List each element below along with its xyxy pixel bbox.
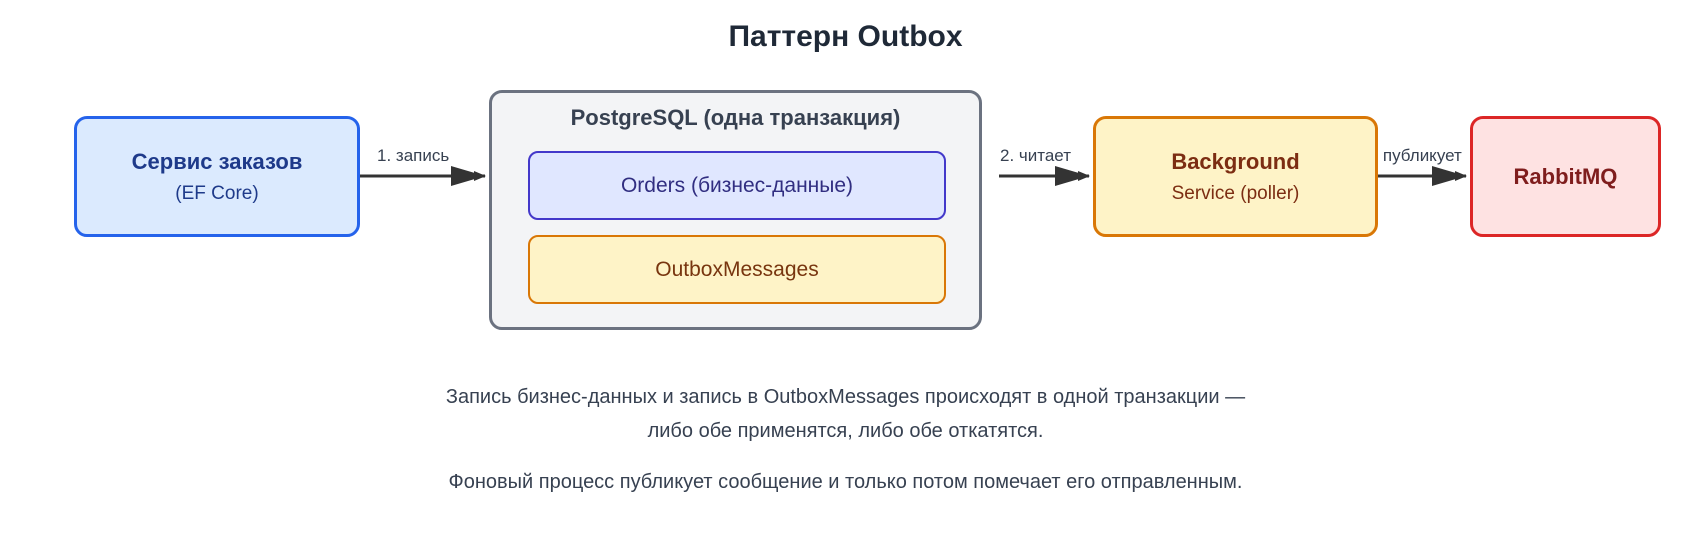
node-orders-service-subtitle: (EF Core) — [175, 182, 259, 204]
node-orders-service: Сервис заказов (EF Core) — [74, 116, 360, 237]
caption-line-2: либо обе применятся, либо обе откатятся. — [647, 420, 1044, 442]
node-orders-table: Orders (бизнес-данные) — [528, 151, 946, 220]
node-rabbitmq: RabbitMQ — [1470, 116, 1661, 237]
node-background-service: Background Service (poller) — [1093, 116, 1378, 237]
diagram-title: Паттерн Outbox — [728, 20, 963, 53]
edge-label-write: 1. запись — [377, 146, 450, 165]
node-postgres-title: PostgreSQL (одна транзакция) — [570, 105, 901, 130]
node-postgres: PostgreSQL (одна транзакция) Orders (биз… — [489, 90, 982, 330]
caption-line-1: Запись бизнес-данных и запись в OutboxMe… — [445, 386, 1246, 408]
edge-label-read: 2. читает — [1000, 146, 1071, 165]
node-background-subtitle: Service (poller) — [1171, 182, 1300, 204]
node-background-title: Background — [1171, 148, 1300, 174]
node-rabbitmq-title: RabbitMQ — [1513, 163, 1618, 189]
caption-line-3: Фоновый процесс публикует сообщение и то… — [448, 471, 1243, 493]
node-orders-service-title: Сервис заказов — [131, 148, 303, 174]
edge-label-publish: 3. публикует — [1364, 146, 1462, 165]
node-outbox-table: OutboxMessages — [528, 235, 946, 304]
